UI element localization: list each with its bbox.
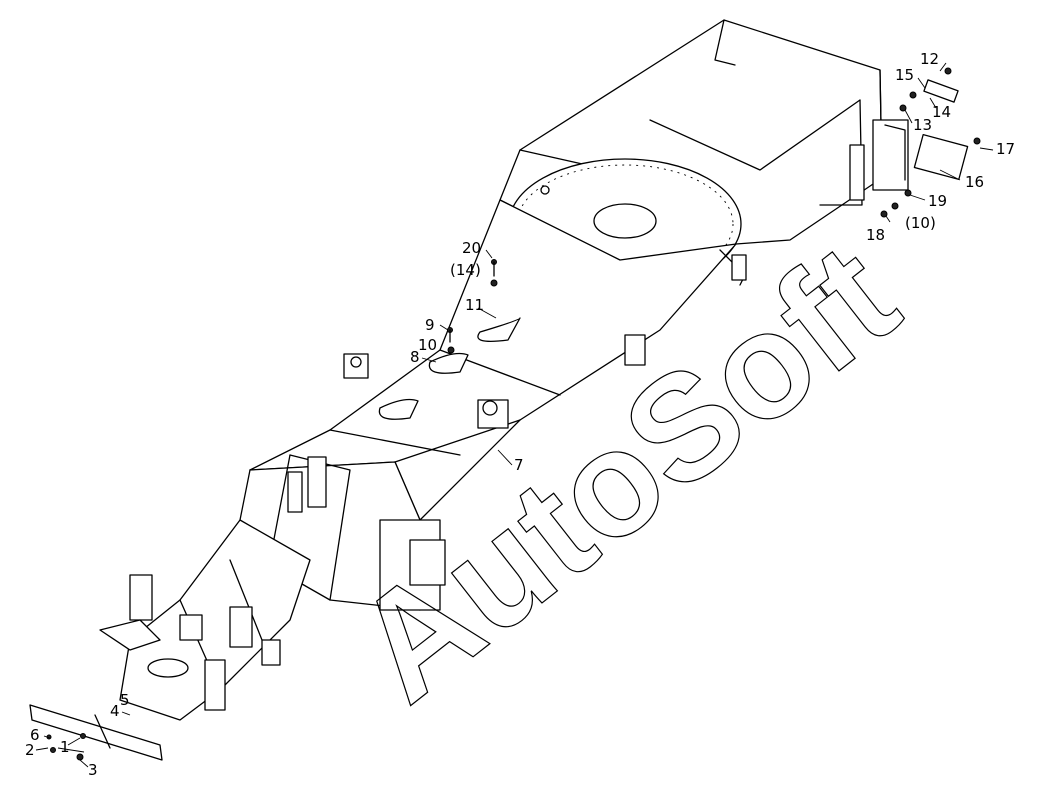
- callout-7: 7: [514, 456, 524, 474]
- callout-1: 1: [60, 738, 70, 756]
- front-frame: [29, 454, 446, 761]
- fasteners: [46, 67, 981, 761]
- callout-19: 19: [928, 192, 947, 210]
- callout-3: 3: [88, 761, 98, 779]
- callout-10-ref: (10): [905, 214, 936, 232]
- callout-16: 16: [965, 173, 984, 191]
- callout-15: 15: [895, 66, 914, 84]
- main-beam: [249, 199, 747, 521]
- callout-5: 5: [120, 691, 130, 709]
- rear-box-section: [499, 19, 909, 261]
- callout-9: 9: [425, 316, 435, 334]
- callout-10: 10: [418, 336, 437, 354]
- callout-13: 13: [913, 116, 932, 134]
- callout-11: 11: [465, 296, 484, 314]
- callout-14: 14: [932, 103, 951, 121]
- callout-14-ref: (14): [450, 261, 481, 279]
- callout-6: 6: [30, 726, 40, 744]
- callout-8: 8: [410, 348, 420, 366]
- callout-12-label: 12: [920, 50, 939, 68]
- leader-lines: [35, 62, 994, 768]
- callout-20: 20: [462, 239, 481, 257]
- callout-18: 18: [866, 226, 885, 244]
- callout-17: 17: [996, 140, 1015, 158]
- callout-2: 2: [25, 741, 35, 759]
- callout-labels-all: 1 2 3 4 5 6 7 8 9 10 11 12 13 14 (14) 15…: [25, 50, 1015, 779]
- callout-4: 4: [110, 702, 120, 720]
